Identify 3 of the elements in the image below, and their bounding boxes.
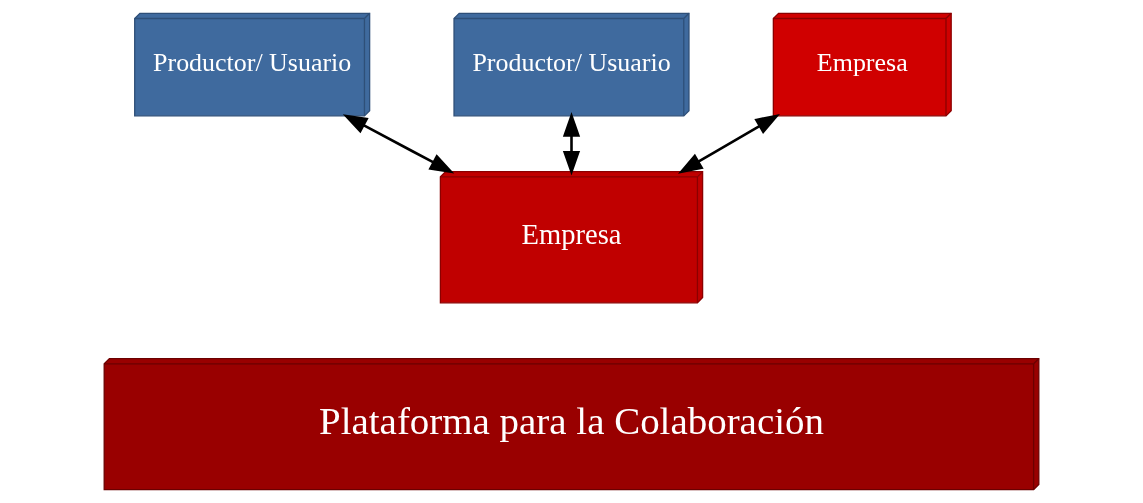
arrow bbox=[342, 114, 455, 174]
arrow bbox=[678, 114, 780, 174]
arrow bbox=[562, 112, 581, 176]
